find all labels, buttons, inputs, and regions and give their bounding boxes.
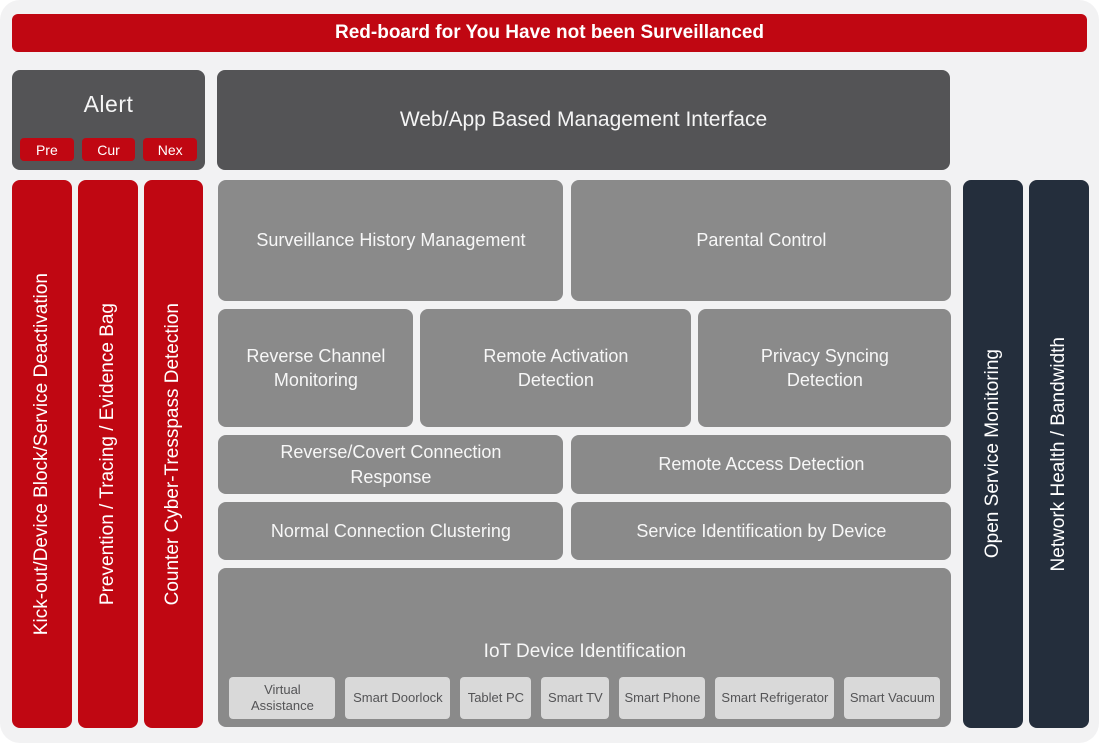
block-label: Privacy Syncing Detection <box>760 345 889 390</box>
block-normal-connection-clustering: Normal Connection Clustering <box>218 502 564 560</box>
pillar-open-service-monitoring: Open Service Monitoring <box>963 180 1024 728</box>
alert-next-button[interactable]: Nex <box>143 138 198 161</box>
pillar-kickout-device-block: Kick-out/Device Block/Service Deactivati… <box>12 180 72 728</box>
pillar-label: Open Service Monitoring <box>982 349 1004 559</box>
device-virtual-assistance: Virtual Assistance <box>229 677 336 719</box>
device-smart-doorlock: Smart Doorlock <box>345 677 451 719</box>
alert-panel: Alert Pre Cur Nex <box>12 70 205 170</box>
block-label: Remote Activation Detection <box>483 345 629 390</box>
alert-panel-title: Alert <box>83 90 134 117</box>
iot-device-list: Virtual Assistance Smart Doorlock Tablet… <box>218 677 951 727</box>
block-label: Reverse Channel Monitoring <box>246 345 386 390</box>
pillar-label: Kick-out/Device Block/Service Deactivati… <box>30 272 52 636</box>
block-service-identification-by-device: Service Identification by Device <box>571 502 952 560</box>
module-row-2: Reverse Channel Monitoring Remote Activa… <box>218 309 952 427</box>
device-smart-phone: Smart Phone <box>619 677 706 719</box>
module-row-4: Normal Connection Clustering Service Ide… <box>218 502 952 560</box>
pillar-label: Prevention / Tracing / Evidence Bag <box>96 302 118 606</box>
pillar-label: Network Health / Bandwidth <box>1048 336 1070 572</box>
pillar-prevention-tracing: Prevention / Tracing / Evidence Bag <box>77 180 138 728</box>
pillar-counter-cyber-tresspass: Counter Cyber-Tresspass Detection <box>143 180 204 728</box>
device-smart-vacuum: Smart Vacuum <box>844 677 941 719</box>
top-row: Alert Pre Cur Nex Web/App Based Manageme… <box>12 70 1087 170</box>
management-interface-block: Web/App Based Management Interface <box>217 70 950 170</box>
banner-title: Red-board for You Have not been Surveill… <box>12 14 1087 52</box>
block-privacy-syncing-detection: Privacy Syncing Detection <box>698 309 952 427</box>
module-column: Surveillance History Management Parental… <box>218 180 952 728</box>
block-surveillance-history-management: Surveillance History Management <box>218 180 564 301</box>
iot-title: IoT Device Identification <box>483 641 687 662</box>
alert-current-button[interactable]: Cur <box>81 138 136 161</box>
module-row-3: Reverse/Covert Connection Response Remot… <box>218 435 952 494</box>
alert-buttons: Pre Cur Nex <box>12 138 205 170</box>
pillar-label: Counter Cyber-Tresspass Detection <box>162 302 184 606</box>
iot-device-identification-block: IoT Device Identification Virtual Assist… <box>218 568 952 727</box>
main-area: Kick-out/Device Block/Service Deactivati… <box>12 180 1089 728</box>
block-parental-control: Parental Control <box>571 180 952 301</box>
device-smart-tv: Smart TV <box>541 677 610 719</box>
block-remote-activation-detection: Remote Activation Detection <box>420 309 692 427</box>
block-label: Reverse/Covert Connection Response <box>280 442 502 487</box>
block-reverse-channel-monitoring: Reverse Channel Monitoring <box>218 309 414 427</box>
pillar-network-health-bandwidth: Network Health / Bandwidth <box>1029 180 1089 728</box>
block-remote-access-detection: Remote Access Detection <box>571 435 952 494</box>
block-reverse-covert-connection-response: Reverse/Covert Connection Response <box>218 435 564 494</box>
alert-prev-button[interactable]: Pre <box>20 138 74 161</box>
device-tablet-pc: Tablet PC <box>460 677 532 719</box>
device-smart-refrigerator: Smart Refrigerator <box>715 677 835 719</box>
module-row-1: Surveillance History Management Parental… <box>218 180 952 301</box>
